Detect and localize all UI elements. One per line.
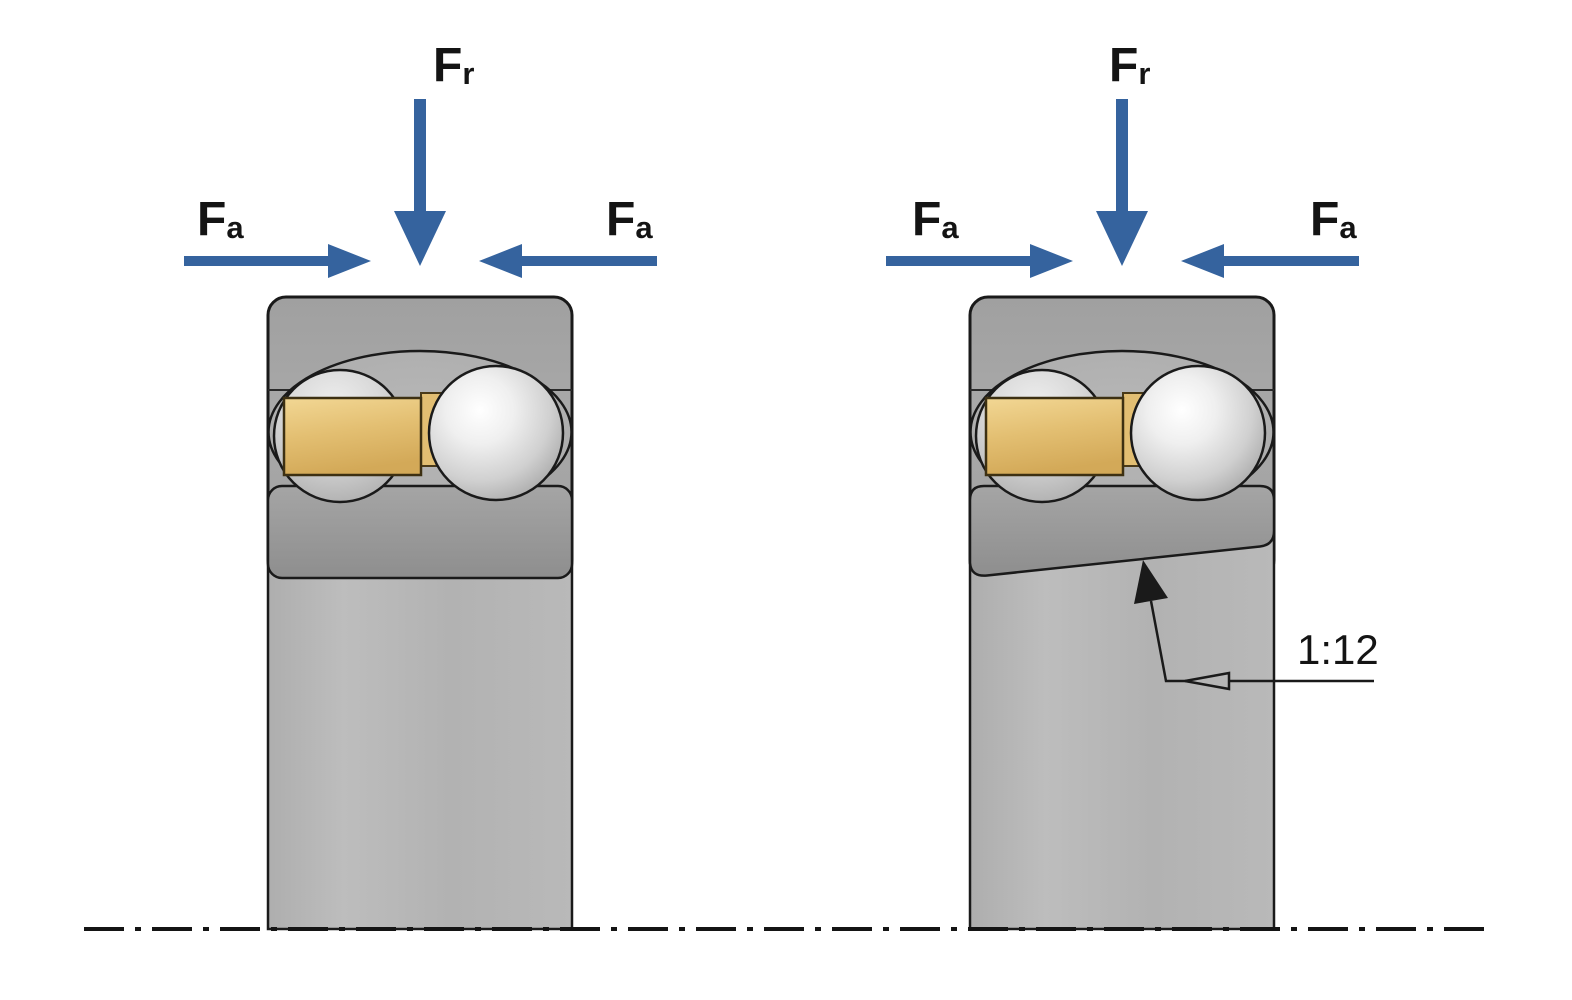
axial-force-left-label: Fa bbox=[912, 196, 959, 244]
bearing-cylindrical-bore bbox=[184, 99, 657, 931]
force-symbol: F bbox=[433, 39, 463, 92]
force-symbol: F bbox=[1310, 193, 1340, 246]
axial-force-right-label: Fa bbox=[606, 196, 653, 244]
force-symbol: F bbox=[1109, 39, 1139, 92]
taper-arrowhead bbox=[1134, 560, 1168, 604]
taper-open-arrow bbox=[1184, 671, 1231, 691]
shaft bbox=[266, 556, 574, 931]
force-symbol: F bbox=[606, 193, 636, 246]
force-subscript: r bbox=[462, 56, 475, 91]
force-subscript: r bbox=[1138, 56, 1151, 91]
axial-force-right-label: Fa bbox=[1310, 196, 1357, 244]
force-subscript: a bbox=[941, 210, 959, 245]
axial-force-left-label: Fa bbox=[197, 196, 244, 244]
force-symbol: F bbox=[912, 193, 942, 246]
force-subscript: a bbox=[1339, 210, 1357, 245]
inner-ring-tapered bbox=[968, 484, 1276, 577]
force-symbol: F bbox=[197, 193, 227, 246]
taper-ratio-label: 1:12 bbox=[1297, 626, 1379, 673]
force-subscript: a bbox=[635, 210, 653, 245]
taper-leader-line bbox=[1149, 600, 1374, 683]
force-subscript: a bbox=[226, 210, 244, 245]
radial-force-label: Fr bbox=[1109, 42, 1150, 90]
bearing-tapered-bore bbox=[886, 99, 1374, 931]
radial-force-label: Fr bbox=[433, 42, 474, 90]
inner-ring bbox=[266, 484, 574, 580]
shaft bbox=[968, 526, 1276, 931]
